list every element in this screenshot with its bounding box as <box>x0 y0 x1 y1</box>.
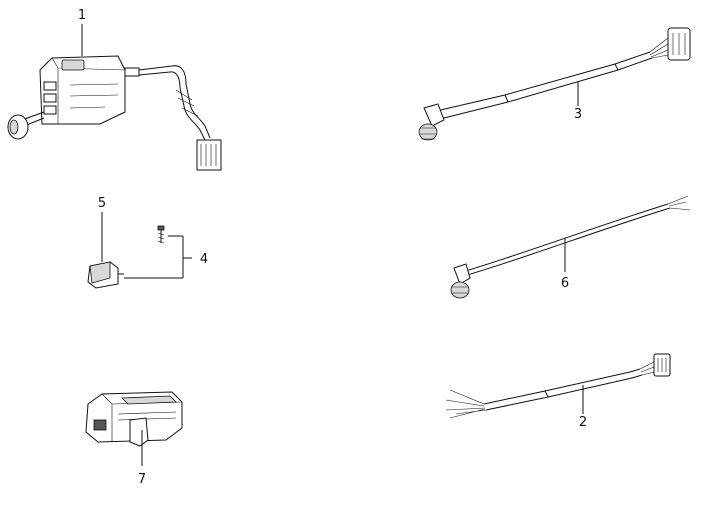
callout-1: 1 <box>78 8 86 23</box>
callout-7: 7 <box>138 472 146 487</box>
part-1-combination-switch <box>7 24 222 171</box>
part-4-5-sensor-screw <box>87 212 192 289</box>
callout-2: 2 <box>579 415 587 430</box>
callout-5: 5 <box>98 196 106 211</box>
callout-6: 6 <box>561 276 569 291</box>
part-7-relay-block <box>85 391 183 466</box>
part-2-harness-loose-wires <box>445 353 671 419</box>
part-6-sensor-cable <box>450 195 691 299</box>
callout-3: 3 <box>574 107 582 122</box>
callout-4: 4 <box>200 252 208 267</box>
part-3-harness-angled-plug <box>418 27 691 141</box>
